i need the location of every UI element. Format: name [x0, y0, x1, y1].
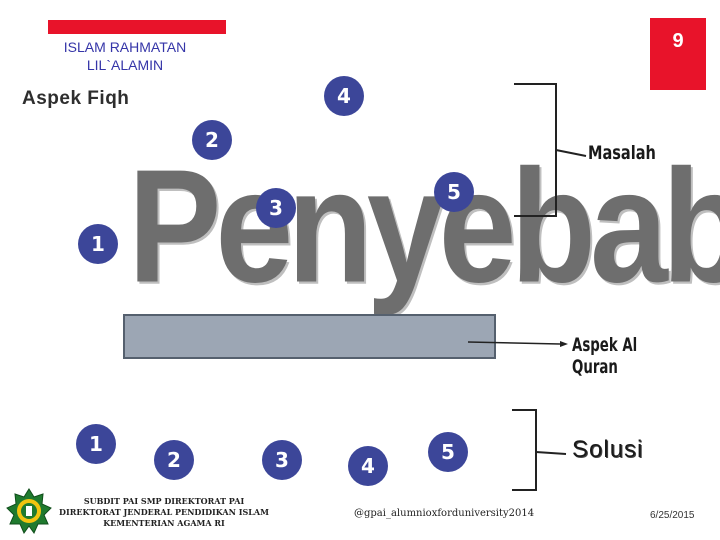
footer-line-1: SUBDIT PAI SMP DIREKTORAT PAI [83, 496, 245, 506]
penyebab-word: Penyebab [128, 135, 720, 316]
circle-number-2-bottom: 2 [154, 440, 194, 480]
quran-arrow [467, 341, 561, 345]
red-header-bar [48, 20, 226, 34]
masalah-label: Masalah [588, 142, 656, 164]
slide-title: ISLAM RAHMATAN LIL`ALAMIN [40, 38, 210, 74]
circle-number-1-bottom: 1 [76, 424, 116, 464]
footer-line-3: KEMENTERIAN AGAMA RI [103, 518, 225, 528]
footer-line-2: DIREKTORAT JENDERAL PENDIDIKAN ISLAM [59, 507, 269, 517]
footer-handle: @gpai_alumnioxforduniversity2014 [354, 508, 535, 519]
circle-number-4-top: 4 [324, 76, 364, 116]
page-number: 9 [672, 30, 684, 52]
quran-arrowhead [560, 341, 568, 347]
title-line-2: LIL`ALAMIN [86, 57, 164, 73]
footer-organization: SUBDIT PAI SMP DIREKTORAT PAI DIREKTORAT… [58, 496, 270, 529]
aspek-al-quran-label: Aspek Al Quran [572, 334, 638, 378]
masalah-connector [555, 149, 587, 157]
circle-number-4-bottom: 4 [348, 446, 388, 486]
circle-number-3-top: 3 [256, 188, 296, 228]
aspek-fiqh-label: Aspek Fiqh [22, 88, 130, 109]
solusi-label: Solusi [572, 436, 644, 463]
title-line-1: ISLAM RAHMATAN [63, 39, 187, 55]
circle-number-3-bottom: 3 [262, 440, 302, 480]
circle-number-5-bottom: 5 [428, 432, 468, 472]
footer-date: 6/25/2015 [650, 510, 695, 521]
circle-number-5-top: 5 [434, 172, 474, 212]
page-number-badge: 9 [650, 18, 706, 90]
bottom-bracket [512, 409, 537, 491]
empty-gray-bar [123, 314, 496, 359]
circle-number-2-top: 2 [192, 120, 232, 160]
circle-number-1-top: 1 [78, 224, 118, 264]
kemenag-logo-icon [6, 488, 52, 534]
top-bracket [514, 83, 557, 217]
solusi-connector [535, 451, 567, 455]
